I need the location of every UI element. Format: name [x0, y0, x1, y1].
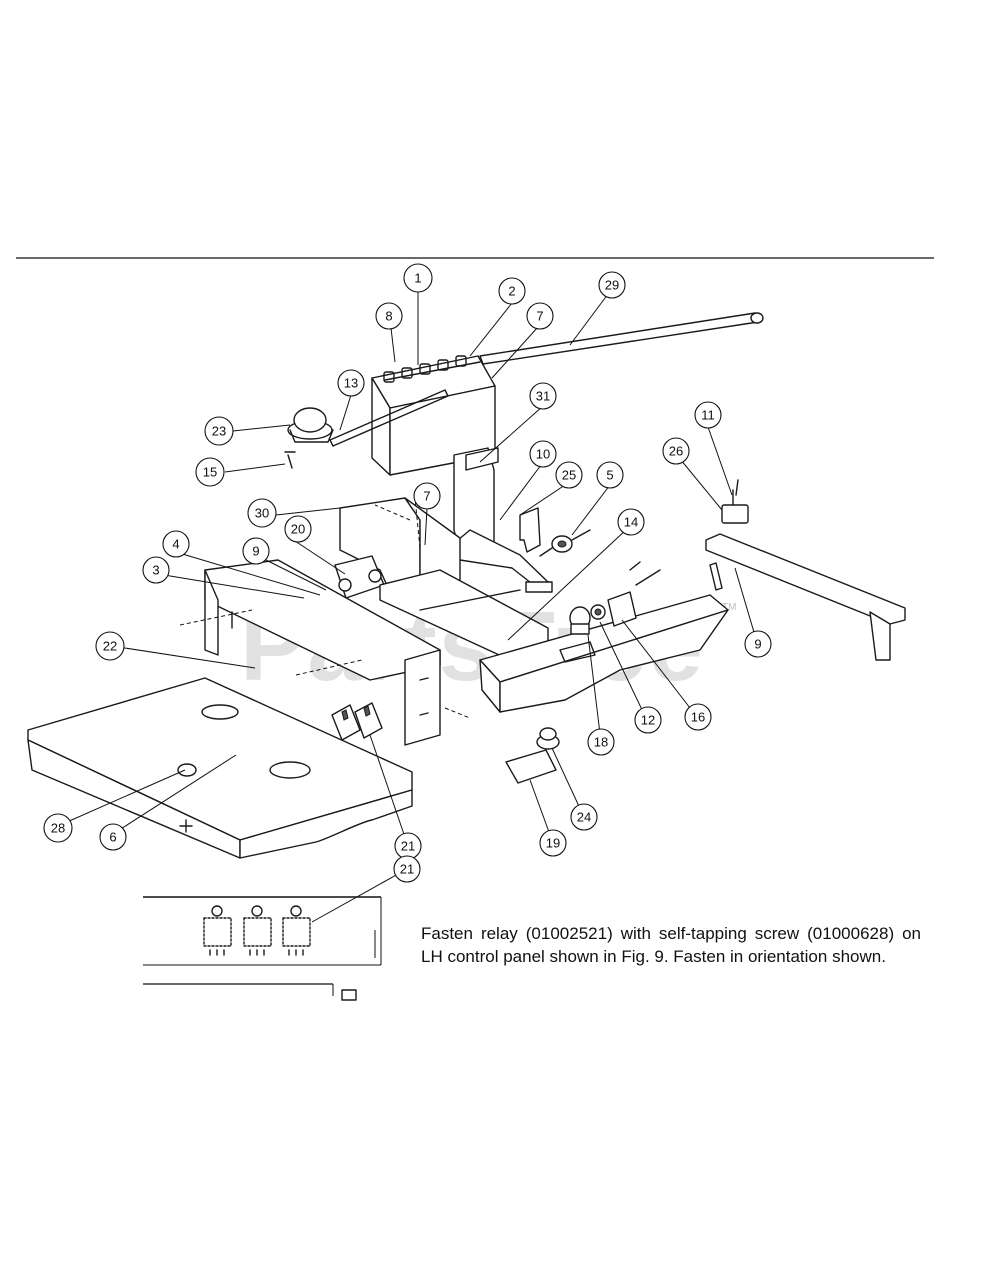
svg-text:7: 7: [423, 489, 430, 504]
svg-text:19: 19: [546, 836, 560, 851]
callout-11: 11: [694, 401, 722, 429]
callout-7-mid: 7: [413, 482, 441, 510]
callout-16: 16: [684, 703, 712, 731]
svg-text:21: 21: [400, 862, 414, 877]
svg-text:14: 14: [624, 515, 638, 530]
callout-1: 1: [403, 263, 433, 293]
svg-text:8: 8: [385, 309, 392, 324]
buzzer-23: [287, 407, 334, 443]
svg-text:26: 26: [669, 444, 683, 459]
callout-25: 25: [555, 461, 583, 489]
callout-6: 6: [99, 823, 127, 851]
svg-text:6: 6: [109, 830, 116, 845]
svg-text:5: 5: [606, 468, 613, 483]
svg-text:1: 1: [414, 271, 421, 286]
callout-3: 3: [142, 556, 170, 584]
svg-text:16: 16: [691, 710, 705, 725]
switch-16: [607, 561, 661, 627]
callout-8: 8: [375, 302, 403, 330]
callout-29: 29: [598, 271, 626, 299]
callout-19: 19: [539, 829, 567, 857]
callout-18: 18: [587, 728, 615, 756]
callout-5: 5: [596, 461, 624, 489]
svg-text:18: 18: [594, 735, 608, 750]
svg-text:3: 3: [152, 563, 159, 578]
rail-right: [705, 533, 906, 661]
switch-26: [721, 479, 749, 524]
bracket-25: [519, 507, 541, 553]
svg-text:11: 11: [701, 408, 715, 423]
callout-31: 31: [529, 382, 557, 410]
switch-18: [569, 606, 591, 635]
lever-14: [451, 529, 553, 593]
svg-text:20: 20: [291, 522, 305, 537]
knob-12: [590, 604, 606, 620]
callout-26: 26: [662, 437, 690, 465]
explode-axes: [179, 497, 471, 719]
callout-23: 23: [204, 416, 234, 446]
plate-19: [505, 749, 557, 784]
callout-28: 28: [43, 813, 73, 843]
callout-12: 12: [634, 706, 662, 734]
svg-text:25: 25: [562, 468, 576, 483]
strap-13: [329, 389, 449, 447]
svg-text:15: 15: [203, 465, 217, 480]
switch-5: [539, 529, 591, 557]
callout-10: 10: [529, 440, 557, 468]
callout-15: 15: [195, 457, 225, 487]
svg-text:30: 30: [255, 506, 269, 521]
callout-4: 4: [162, 530, 190, 558]
callout-21-inset: 21: [393, 855, 421, 883]
callout-9-left: 9: [242, 537, 270, 565]
assembly-note: Fasten relay (01002521) with self-tappin…: [421, 924, 921, 966]
callout-30: 30: [247, 498, 277, 528]
svg-text:31: 31: [536, 389, 550, 404]
callout-13: 13: [337, 369, 365, 397]
frame-22: [204, 559, 441, 746]
callout-21-upper: 21: [394, 832, 422, 860]
svg-text:23: 23: [212, 424, 226, 439]
callout-9-right: 9: [744, 630, 772, 658]
svg-text:21: 21: [401, 839, 415, 854]
callout-22: 22: [95, 631, 125, 661]
svg-text:10: 10: [536, 447, 550, 462]
knob-24: [536, 727, 560, 750]
callout-20: 20: [284, 515, 312, 543]
callout-14: 14: [617, 508, 645, 536]
leader-lines: [57, 292, 757, 923]
svg-text:22: 22: [103, 639, 117, 654]
svg-text:29: 29: [605, 278, 619, 293]
relays-21: [331, 702, 383, 741]
callout-2: 2: [498, 277, 526, 305]
callout-24: 24: [570, 803, 598, 831]
svg-text:7: 7: [536, 309, 543, 324]
base-plate: [27, 677, 413, 859]
rod-29: [479, 312, 764, 365]
svg-text:9: 9: [252, 544, 259, 559]
svg-text:13: 13: [344, 376, 358, 391]
svg-text:4: 4: [172, 537, 179, 552]
bolt-15: [284, 451, 296, 469]
svg-text:12: 12: [641, 713, 655, 728]
svg-text:9: 9: [754, 637, 761, 652]
svg-text:2: 2: [508, 284, 515, 299]
svg-text:28: 28: [51, 821, 65, 836]
inset-relay-panel: [143, 896, 382, 1001]
svg-text:24: 24: [577, 810, 591, 825]
callout-7-top: 7: [526, 302, 554, 330]
watermark-trademark: TM: [722, 602, 736, 613]
